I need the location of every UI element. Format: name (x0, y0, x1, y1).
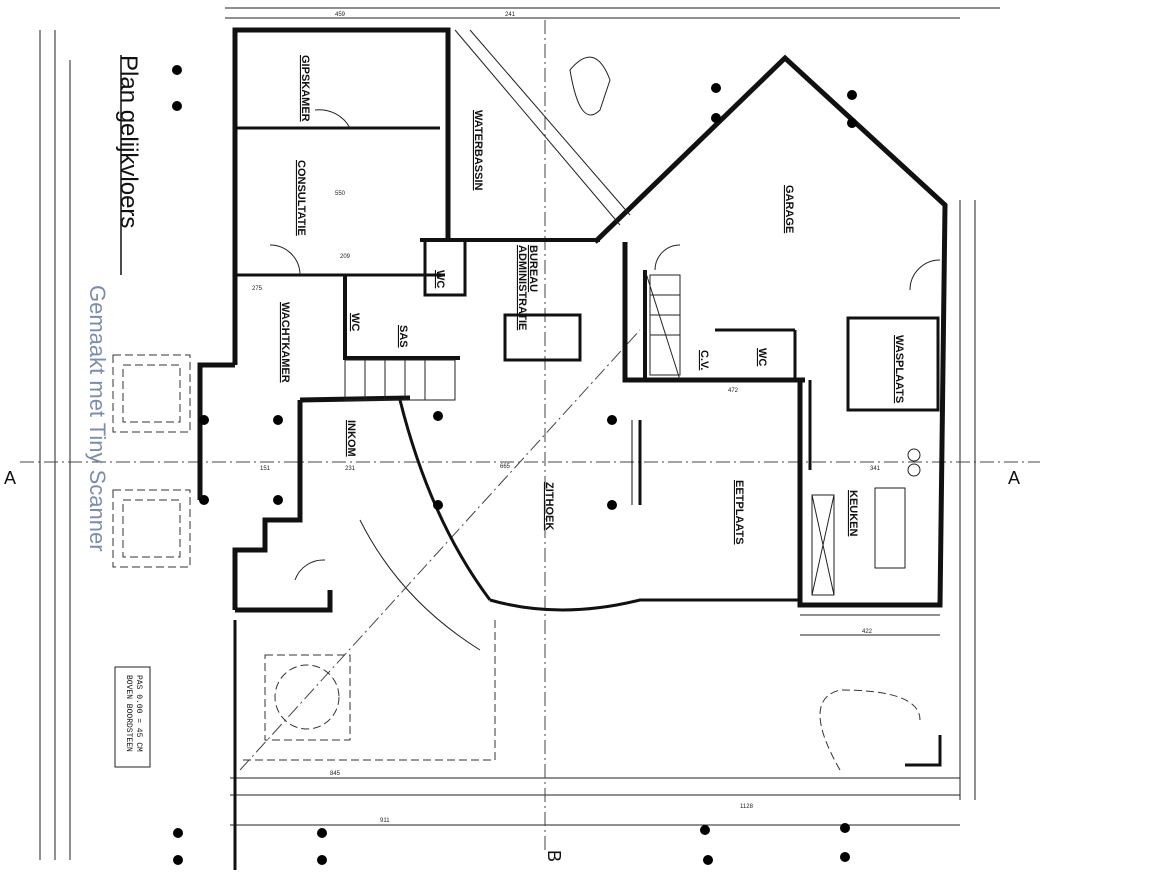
dimension-label: 472 (728, 388, 739, 394)
diagonal-axis (239, 329, 641, 771)
room-eetplaats: EETPLAATS (733, 480, 745, 545)
dimension-label: 1128 (740, 804, 754, 810)
dimension-label: 550 (335, 191, 346, 197)
room-garage: GARAGE (783, 185, 795, 233)
kitchen-counter (811, 494, 835, 596)
watermark: Gemaakt met Tiny Scanner (85, 285, 110, 552)
room-bureau: BUREAU (527, 245, 539, 292)
room-wc: WC (434, 270, 446, 288)
room-zithoek: ZITHOEK (543, 482, 555, 530)
dimension-label: 341 (870, 466, 881, 472)
section-marker-a-right: A (1008, 468, 1020, 488)
kitchen-island (874, 487, 906, 569)
room-wc: WC (349, 313, 361, 331)
room-administratie: ADMINISTRATIE (516, 245, 528, 330)
level-note: PAS 0.00 = 45 CM BOVEN BOORDSTEEN (114, 666, 151, 768)
dimension-label: 151 (260, 466, 271, 472)
note-line-2: BOVEN BOORDSTEEN (124, 675, 133, 752)
room-labels: GIPSKAMER CONSULTATIE WATERBASSIN BUREAU… (279, 55, 905, 545)
dimension-label: 845 (330, 771, 341, 777)
dimension-label: 422 (862, 629, 873, 635)
room-inkom: INKOM (345, 420, 357, 457)
dimension-label: 275 (252, 286, 263, 292)
section-marker-a-left: A (4, 468, 16, 488)
dimension-label: 241 (505, 12, 516, 18)
room-consultatie: CONSULTATIE (295, 160, 307, 236)
room-waterbassin: WATERBASSIN (472, 110, 484, 191)
round-terrace (819, 689, 921, 771)
room-wachtkamer: WACHTKAMER (279, 302, 291, 383)
section-marker-b: B (544, 850, 564, 862)
foundation-piles (172, 65, 857, 865)
dimension-label: 209 (340, 254, 351, 260)
staircase (344, 274, 681, 401)
dimension-lines (39, 7, 1000, 860)
room-keuken: KEUKEN (847, 490, 859, 537)
room-gipskamer: GIPSKAMER (299, 55, 311, 122)
note-line-1: PAS 0.00 = 45 CM (134, 675, 143, 752)
dimension-labels: 459 241 550 209 275 665 472 422 845 911 … (252, 12, 881, 824)
dimension-label: 231 (345, 466, 356, 472)
bay-box (112, 489, 191, 568)
bay-box (112, 354, 191, 433)
plan-title: Plan gelijkvloers (115, 55, 142, 228)
dimension-label: 665 (500, 464, 511, 470)
room-cv: C.V. (698, 350, 710, 370)
room-sas: SAS (397, 325, 409, 348)
walls (112, 27, 948, 870)
dimension-label: 911 (380, 818, 390, 824)
room-wc: WC (756, 348, 768, 366)
room-wasplaats: WASPLAATS (893, 335, 905, 403)
door-swing (314, 109, 351, 129)
dimension-label: 459 (335, 12, 346, 18)
